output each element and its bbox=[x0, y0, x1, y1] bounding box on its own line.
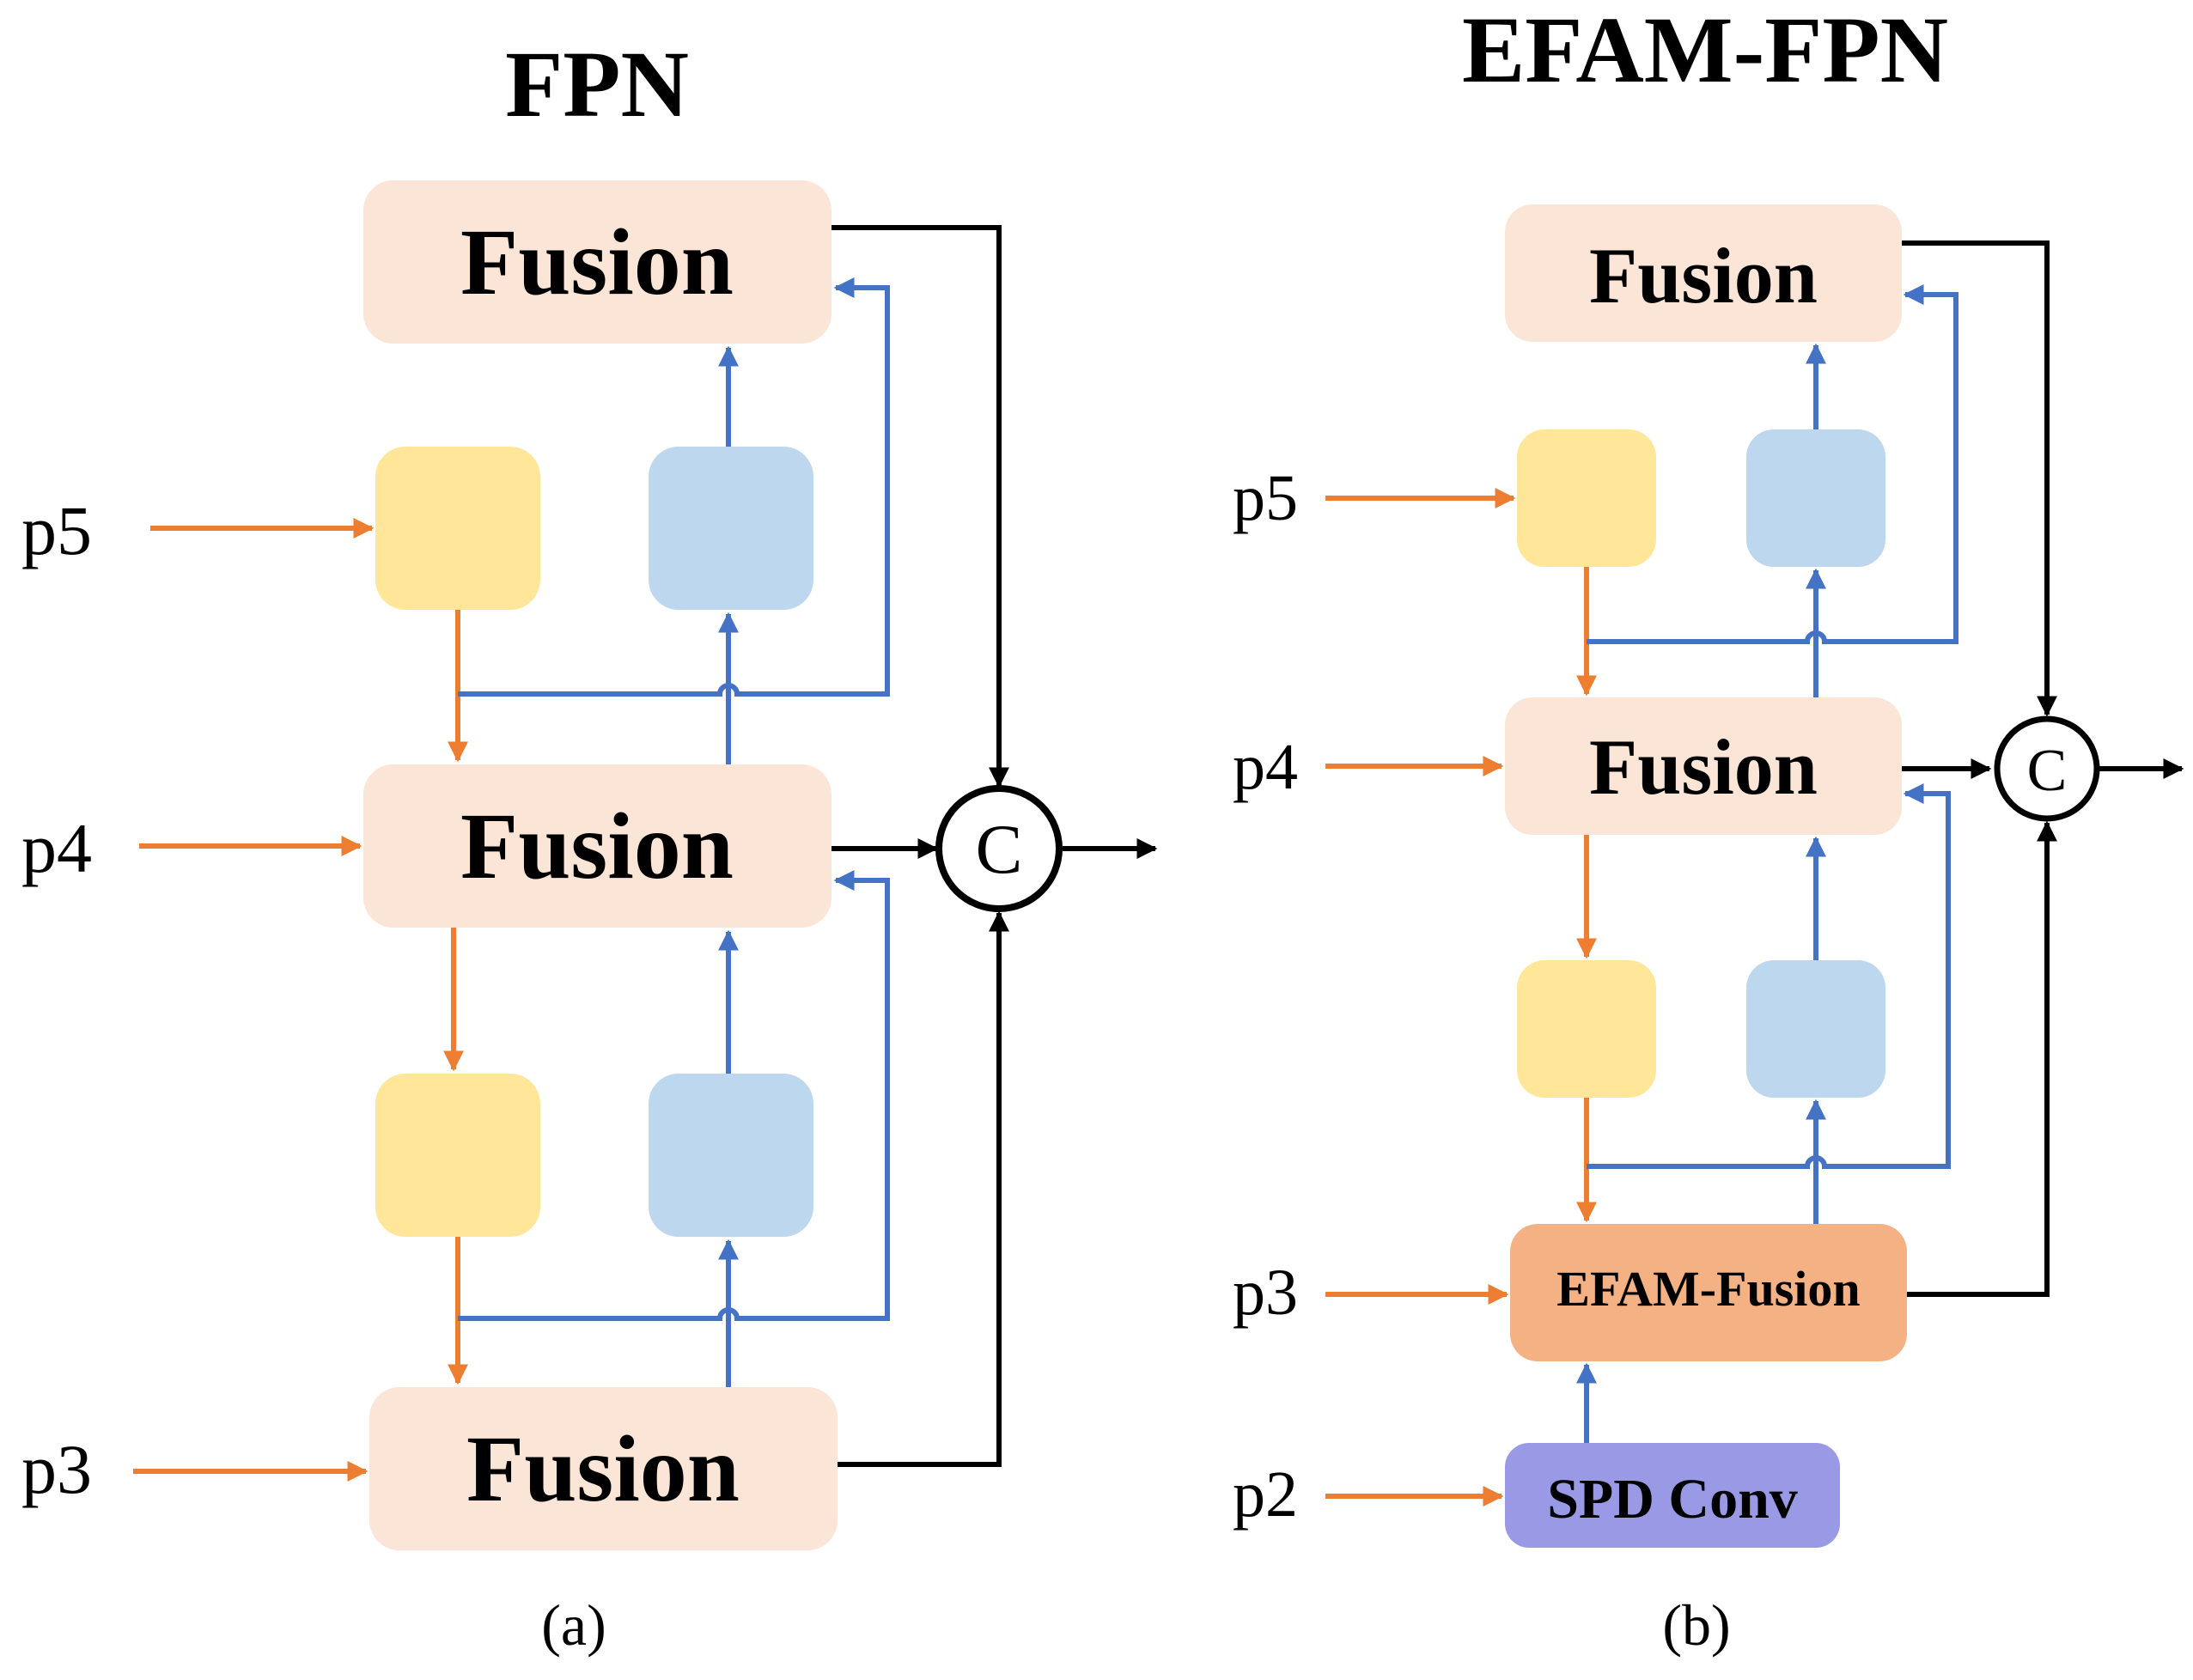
yellow-block-lower-b bbox=[1517, 960, 1656, 1098]
yellow-block-upper-b bbox=[1517, 429, 1656, 567]
black-arrows-a bbox=[832, 225, 1158, 1467]
blue-block-lower bbox=[649, 1074, 813, 1237]
concat-label-a: C bbox=[976, 810, 1023, 888]
skip-path-lower bbox=[458, 870, 890, 1321]
skip-path-upper bbox=[458, 277, 890, 697]
arrow-fusion-top-to-concat bbox=[832, 225, 1009, 788]
yellow-block-upper bbox=[375, 447, 540, 610]
black-arrows-b bbox=[1902, 240, 2184, 1297]
input-label-p5-b: p5 bbox=[1233, 462, 1298, 534]
efam-fusion-box bbox=[1510, 1224, 1907, 1361]
orange-arrows-b bbox=[1325, 488, 1597, 1507]
input-label-p2-b: p2 bbox=[1233, 1458, 1298, 1531]
panel-b-title: EFAM-FPN bbox=[1462, 0, 1948, 102]
yellow-block-lower bbox=[375, 1074, 540, 1237]
fusion-box-mid bbox=[363, 764, 832, 928]
spd-conv-box bbox=[1505, 1443, 1840, 1548]
fusion-label-mid-b: Fusion bbox=[1589, 723, 1818, 811]
arrow-fusion-bottom-to-concat bbox=[838, 910, 1009, 1467]
fusion-box-bottom bbox=[369, 1387, 838, 1550]
blue-arrows-b bbox=[1576, 284, 1958, 1443]
blue-arrows-a bbox=[458, 277, 890, 1387]
blue-block-upper-b bbox=[1746, 429, 1885, 567]
panel-a-caption: (a) bbox=[541, 1592, 606, 1658]
blue-block-lower-b bbox=[1746, 960, 1885, 1098]
concat-node-a bbox=[935, 785, 1063, 912]
efam-fusion-label: EFAM-Fusion bbox=[1556, 1261, 1860, 1317]
panel-b-caption: (b) bbox=[1662, 1592, 1730, 1658]
skip-path-lower-b bbox=[1587, 783, 1951, 1169]
panel-a: FPN Fusion Fusion Fusion p5 p4 p3 bbox=[21, 32, 1158, 1658]
input-label-p5: p5 bbox=[21, 491, 92, 569]
fusion-label-top-b: Fusion bbox=[1589, 232, 1818, 320]
arrow-fusion-top-to-concat-b bbox=[1902, 240, 2057, 717]
fusion-label-top: Fusion bbox=[460, 210, 734, 314]
fusion-box-mid-b bbox=[1505, 697, 1902, 835]
input-label-p4-b: p4 bbox=[1233, 731, 1298, 803]
input-label-p3-b: p3 bbox=[1233, 1257, 1298, 1329]
panel-a-title: FPN bbox=[505, 32, 689, 137]
orange-arrows-a bbox=[133, 518, 468, 1482]
arrow-efam-to-concat-b bbox=[1907, 820, 2057, 1297]
fusion-label-mid: Fusion bbox=[460, 794, 734, 898]
blue-block-upper bbox=[649, 447, 813, 610]
fusion-label-bottom: Fusion bbox=[466, 1416, 740, 1521]
concat-label-b: C bbox=[2027, 738, 2068, 804]
skip-path-upper-b bbox=[1587, 284, 1958, 644]
input-label-p4: p4 bbox=[21, 809, 92, 887]
fusion-box-top-b bbox=[1505, 204, 1902, 342]
fusion-box-top bbox=[363, 180, 832, 344]
concat-node-b bbox=[1994, 715, 2100, 822]
panel-b: EFAM-FPN Fusion Fusion EFAM-Fusion SPD C… bbox=[1233, 0, 2184, 1658]
spd-conv-label: SPD Conv bbox=[1547, 1468, 1798, 1531]
input-label-p3: p3 bbox=[21, 1430, 92, 1508]
